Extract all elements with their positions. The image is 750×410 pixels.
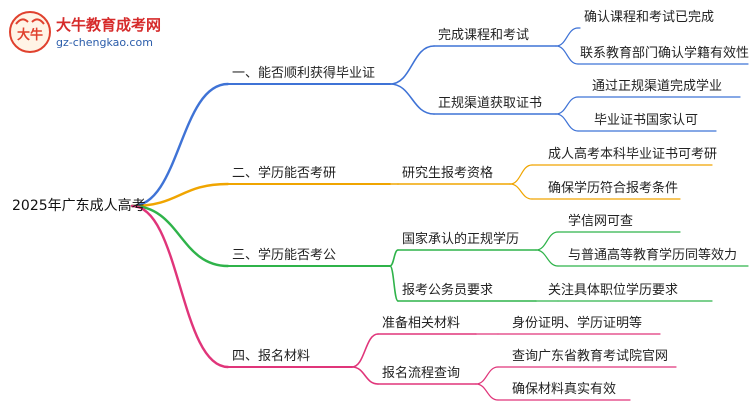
connector-curve [351,366,379,385]
connector-curve [475,366,499,385]
bull-logo-icon: 大牛 [9,11,51,53]
connector-curve [351,333,379,368]
connector-curve [130,182,230,208]
root-node: 2025年广东成人高考 [12,198,146,214]
leaf-node: 成人高考本科毕业证书可考研 [548,147,718,162]
connector-curve [555,96,579,115]
sub-node: 国家承认的正规学历 [402,232,520,247]
connector-curve [509,164,533,185]
connector-curve [389,45,435,85]
branch-node-postgraduate: 二、学历能否考研 [232,166,337,181]
connector-curve [389,83,435,115]
connector-curve [389,265,399,302]
leaf-node: 联系教育部门确认学籍有效性 [580,46,750,61]
connector-curve [535,231,559,251]
leaf-node: 通过正规渠道完成学业 [592,79,723,94]
connector-curve [130,82,230,208]
connector-curve [555,45,579,65]
leaf-node: 确认课程和考试已完成 [584,10,715,25]
leaf-node: 查询广东省教育考试院官网 [512,349,669,364]
sub-node: 完成课程和考试 [438,28,530,43]
sub-node: 准备相关材料 [382,316,461,331]
leaf-node: 身份证明、学历证明等 [512,316,643,331]
connector-curve [389,249,399,267]
connector-curve [509,183,533,200]
leaf-node: 与普通高等教育学历同等效力 [568,248,738,263]
logo-name: 大牛教育成考网 [56,16,162,34]
connector-curve [535,249,559,267]
sub-node: 研究生报考资格 [402,166,494,181]
connector-curve [555,113,579,132]
svg-text:大牛: 大牛 [17,27,43,43]
connector-curve [130,204,230,268]
branch-node-civil-service: 三、学历能否考公 [232,248,337,263]
logo-url: gz-chengkao.com [56,36,153,49]
connector-curve [555,27,579,47]
site-logo: 大牛 大牛教育成考网 gz-chengkao.com [8,10,178,58]
connector-curve [475,383,499,401]
connector-curve [130,204,230,369]
branch-node-materials: 四、报名材料 [232,349,311,364]
leaf-node: 毕业证书国家认可 [594,113,699,128]
leaf-node: 确保学历符合报考条件 [548,181,679,196]
sub-node: 报名流程查询 [382,366,461,381]
leaf-node: 确保材料真实有效 [512,382,617,397]
sub-node: 正规渠道获取证书 [438,96,543,111]
leaf-node: 学信网可查 [568,214,634,229]
branch-node-graduation: 一、能否顺利获得毕业证 [232,66,376,81]
sub-node: 报考公务员要求 [402,283,494,298]
leaf-node: 关注具体职位学历要求 [548,283,679,298]
